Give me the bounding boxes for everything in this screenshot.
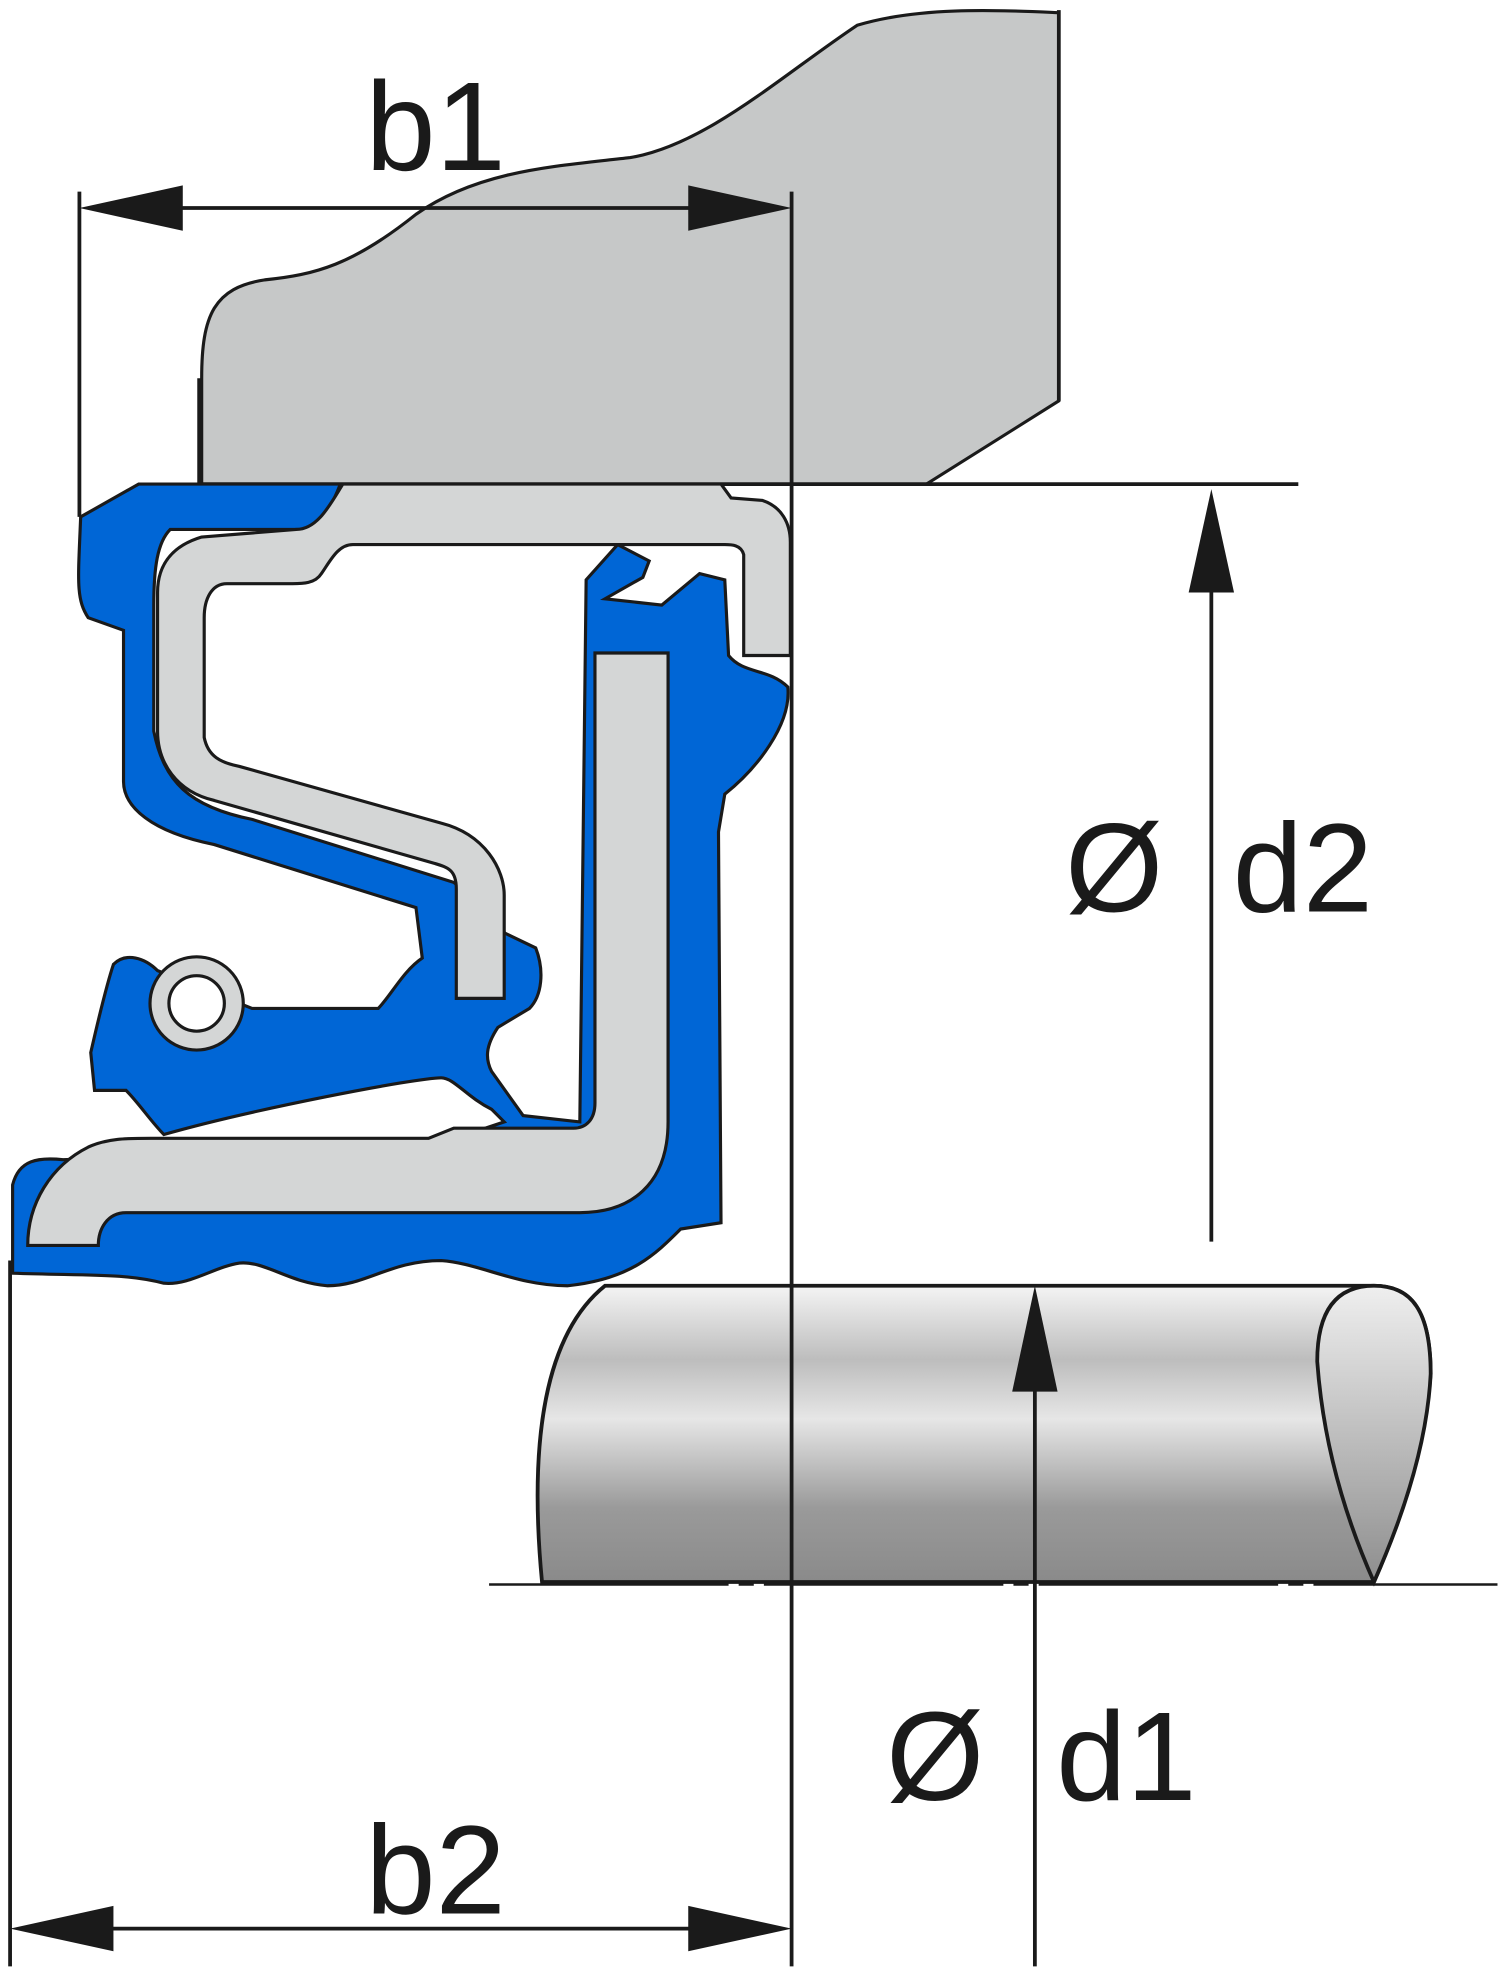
dimension-lines xyxy=(8,185,1235,1967)
shaft xyxy=(489,1283,1498,1587)
label-d1: d1 xyxy=(1056,1686,1196,1827)
label-d2-symbol: Ø xyxy=(1065,797,1163,938)
label-b1: b1 xyxy=(366,56,506,197)
metal-insert-lower xyxy=(26,651,670,1247)
label-d1-symbol: Ø xyxy=(886,1686,984,1827)
metal-insert xyxy=(155,482,792,1000)
label-d2: d2 xyxy=(1233,797,1373,938)
label-b2: b2 xyxy=(366,1799,506,1940)
housing xyxy=(200,8,1061,486)
